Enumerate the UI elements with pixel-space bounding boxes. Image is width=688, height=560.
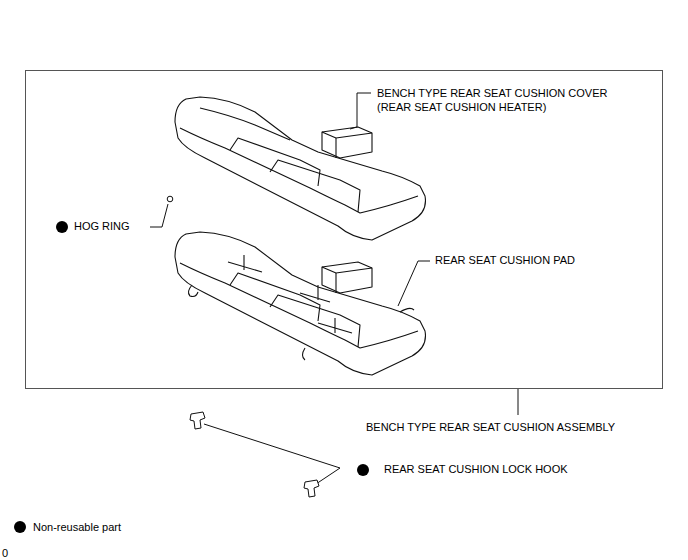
part-name: REAR SEAT CUSHION LOCK HOOK — [384, 462, 568, 476]
part-name: HOG RING — [74, 219, 130, 233]
seat-pad-drawing — [175, 232, 425, 375]
seat-cover-drawing — [175, 97, 425, 240]
lock-hook-drawing — [190, 412, 319, 497]
assembly-name: BENCH TYPE REAR SEAT CUSHION ASSEMBLY — [366, 420, 615, 434]
non-reusable-mark — [14, 221, 369, 533]
part-name: BENCH TYPE REAR SEAT CUSHION COVER (REAR… — [377, 86, 627, 114]
legend-text: Non-reusable part — [33, 520, 121, 534]
figure-code: 0 — [2, 546, 8, 560]
part-name: REAR SEAT CUSHION PAD — [435, 253, 575, 267]
